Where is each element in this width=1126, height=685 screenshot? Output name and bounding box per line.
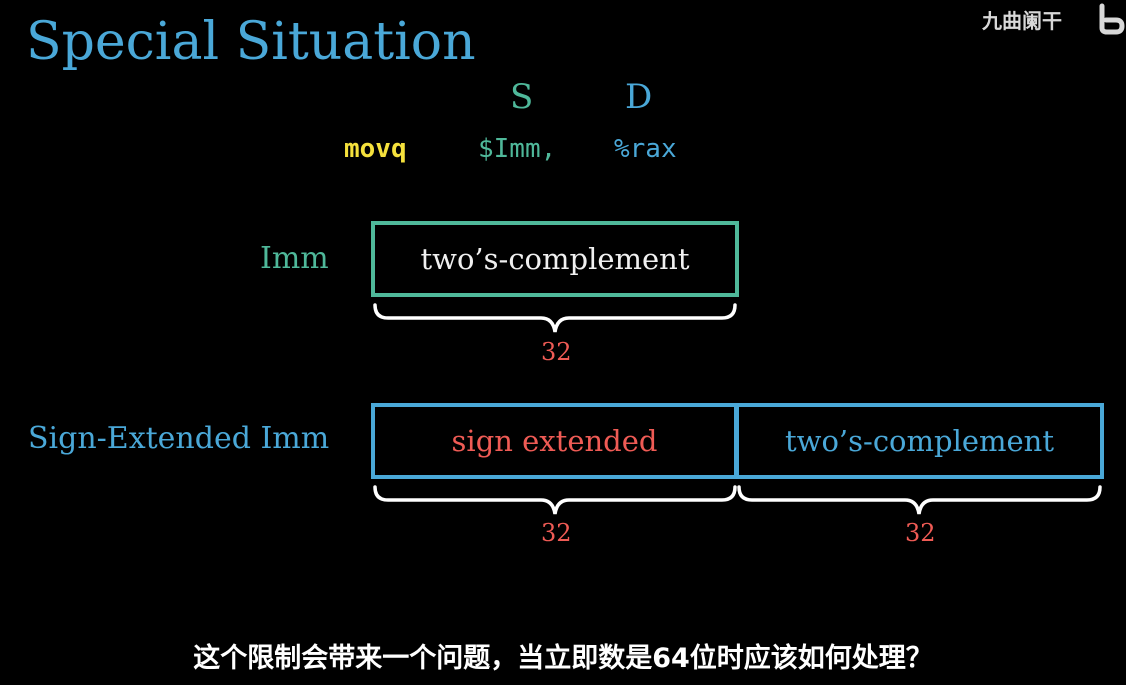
dest-operand-label: D xyxy=(625,77,653,117)
sign-extended-width-brace xyxy=(373,485,737,515)
instruction-dest: %rax xyxy=(614,134,677,164)
imm-row-label: Imm xyxy=(260,241,329,276)
instruction-source: $Imm, xyxy=(478,134,557,164)
twos-complement-width-brace xyxy=(737,485,1102,515)
channel-watermark: 九曲阑干 xyxy=(982,9,1062,33)
video-subtitle: 这个限制会带来一个问题，当立即数是64位时应该如何处理？ xyxy=(193,643,933,674)
sign-extended-twos-complement-box: two’s-complement xyxy=(735,403,1104,479)
sign-extended-box-text: sign extended xyxy=(451,424,658,458)
imm-width-brace xyxy=(373,303,737,333)
sign-extended-box: sign extended xyxy=(371,403,738,479)
imm-twos-complement-box: two’s-complement xyxy=(371,221,739,297)
source-operand-label: S xyxy=(510,77,534,117)
imm-box-text: two’s-complement xyxy=(420,242,690,276)
twos-complement-width-label: 32 xyxy=(905,519,936,547)
sign-extended-row-label: Sign-Extended Imm xyxy=(28,421,330,456)
instruction-opcode: movq xyxy=(344,134,407,164)
slide-title: Special Situation xyxy=(26,12,476,72)
sign-extended-width-label: 32 xyxy=(541,519,572,547)
imm-width-label: 32 xyxy=(541,338,572,366)
bilibili-logo-icon xyxy=(1099,3,1125,35)
sign-extended-twos-complement-text: two’s-complement xyxy=(784,424,1055,458)
